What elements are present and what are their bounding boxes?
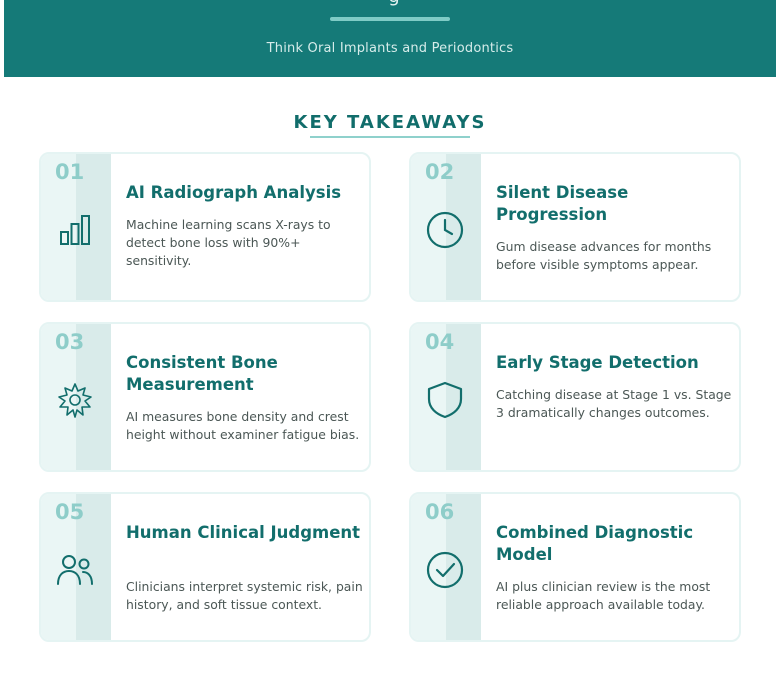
header-banner: g Think Oral Implants and Periodontics <box>4 0 776 77</box>
card-accent-strip <box>41 324 111 470</box>
header-title-fragment: g <box>364 0 424 7</box>
users-icon <box>55 550 95 590</box>
card-number: 04 <box>425 330 455 354</box>
card-accent-strip <box>411 324 481 470</box>
takeaway-card-06: 06 Combined Diagnostic Model AI plus cli… <box>409 492 741 642</box>
card-number: 03 <box>55 330 85 354</box>
card-title: Consistent Bone Measurement <box>126 353 278 394</box>
card-accent-strip <box>41 154 111 300</box>
card-number: 06 <box>425 500 455 524</box>
takeaway-card-02: 02 Silent Disease Progression Gum diseas… <box>409 152 741 302</box>
section-title: KEY TAKEAWAYS <box>293 112 487 133</box>
card-number: 02 <box>425 160 455 184</box>
card-number: 05 <box>55 500 85 524</box>
takeaway-card-05: 05 Human Clinical Judgment Clinicians in… <box>39 492 371 642</box>
check-circle-icon <box>425 550 465 590</box>
card-description: Catching disease at Stage 1 vs. Stage 3 … <box>496 387 732 420</box>
card-description: Clinicians interpret systemic risk, pain… <box>126 579 363 612</box>
shield-icon <box>425 380 465 420</box>
takeaway-card-04: 04 Early Stage Detection Catching diseas… <box>409 322 741 472</box>
card-description: AI measures bone density and crest heigh… <box>126 409 360 442</box>
card-accent-strip <box>411 154 481 300</box>
takeaway-card-01: 01 AI Radiograph Analysis Machine learni… <box>39 152 371 302</box>
header-subtitle: Think Oral Implants and Periodontics <box>266 41 514 56</box>
gear-icon <box>55 380 95 420</box>
header-divider <box>330 17 450 21</box>
takeaway-card-03: 03 Consistent Bone Measurement AI measur… <box>39 322 371 472</box>
card-title: AI Radiograph Analysis <box>126 183 342 202</box>
bar-chart-icon <box>55 210 95 250</box>
card-title: Silent Disease Progression <box>496 183 629 224</box>
page: g Think Oral Implants and Periodontics K… <box>4 0 776 675</box>
card-number: 01 <box>55 160 85 184</box>
section-divider <box>310 136 470 138</box>
card-title: Combined Diagnostic Model <box>496 523 694 564</box>
card-description: Machine learning scans X-rays to detect … <box>126 217 331 268</box>
card-description: Gum disease advances for months before v… <box>496 239 712 272</box>
card-description: AI plus clinician review is the most rel… <box>496 579 711 612</box>
card-title: Human Clinical Judgment <box>126 523 361 542</box>
clock-icon <box>425 210 465 250</box>
card-title: Early Stage Detection <box>496 353 699 372</box>
